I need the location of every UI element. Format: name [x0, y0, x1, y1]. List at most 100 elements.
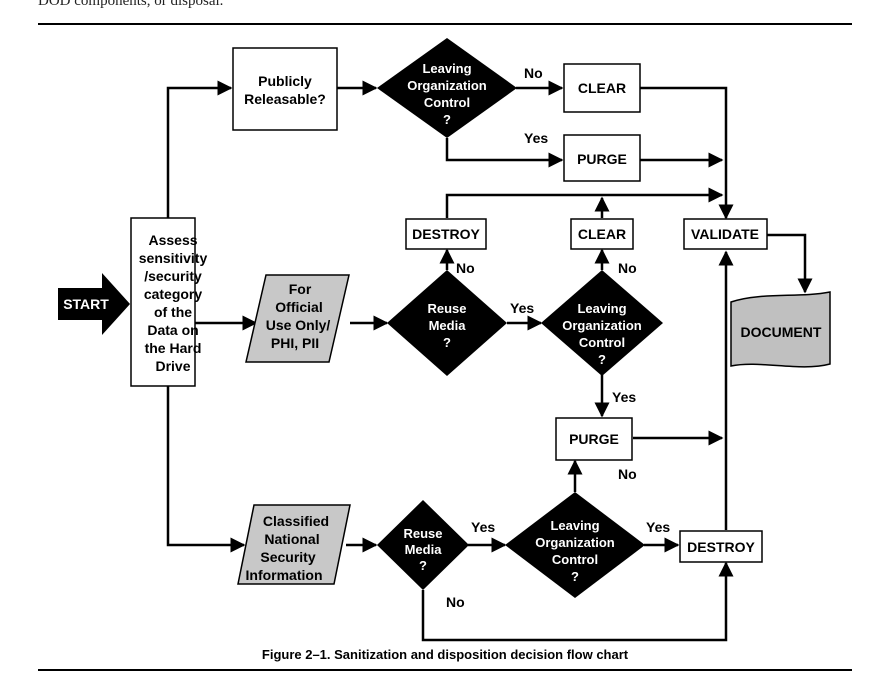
document-label: DOCUMENT — [741, 324, 822, 340]
edge-leave-top-purge — [445, 138, 564, 168]
edge-destroy-mid-up — [445, 187, 724, 218]
destroy-mid-node: DESTROY — [405, 218, 487, 250]
leaving-bot-shape — [505, 492, 645, 598]
leaving-bot-line-0: Leaving — [550, 518, 599, 533]
validate-node: VALIDATE — [683, 218, 768, 250]
destroy-bot-node: DESTROY — [679, 530, 763, 563]
assess-line-1: sensitivity — [139, 250, 208, 266]
leaving-bot-line-2: Control — [552, 552, 598, 567]
clear-mid-box — [570, 218, 634, 250]
clear-top-box — [563, 63, 641, 113]
edge-label-yes-leave-mid: Yes — [612, 389, 636, 405]
publicly-line-1: Releasable? — [244, 91, 326, 107]
leaving-mid-line-1: Organization — [562, 318, 642, 333]
leaving-bot-line-3: ? — [571, 569, 579, 584]
classified-line-2: Security — [260, 549, 315, 565]
start-label: START — [63, 296, 109, 312]
edge-assess-publicly — [166, 80, 233, 218]
reuse-mid-line-0: Reuse — [427, 301, 466, 316]
reuse-bot-line-0: Reuse — [403, 526, 442, 541]
fouo-line-1: Official — [275, 299, 322, 315]
clear-mid-node: CLEAR — [570, 218, 634, 250]
reuse-mid-shape — [387, 270, 507, 376]
edge-label-yes-reuse-mid: Yes — [510, 300, 534, 316]
clear-top-node: CLEAR — [563, 63, 641, 113]
reuse-bot-line-2: ? — [419, 558, 427, 573]
edge-reuse-bot-no-destroy — [421, 561, 734, 642]
leaving-mid-line-2: Control — [579, 335, 625, 350]
leaving-mid-line-3: ? — [598, 352, 606, 367]
edge-labels: No Yes No Yes No Yes No Yes Yes No — [446, 65, 670, 610]
fouo-line-0: For — [289, 281, 312, 297]
document-node: DOCUMENT — [730, 291, 831, 368]
assess-line-2: /security — [144, 268, 202, 284]
purge-mid-node: PURGE — [555, 417, 633, 461]
assess-line-0: Assess — [148, 232, 197, 248]
clear-top-label: CLEAR — [578, 80, 626, 96]
edge-validate-document — [767, 233, 813, 294]
edge-label-no-leave-bot: No — [618, 466, 637, 482]
assess-line-5: Data on — [147, 322, 198, 338]
assess-box — [130, 217, 196, 387]
start-arrow-shape — [58, 273, 130, 335]
leaving-top-line-1: Organization — [407, 78, 487, 93]
figure-caption: Figure 2–1. Sanitization and disposition… — [262, 647, 629, 662]
purge-mid-label: PURGE — [569, 431, 619, 447]
publicly-box — [232, 47, 338, 131]
assess-node: Assess sensitivity /security category of… — [130, 217, 208, 387]
leaving-top-line-0: Leaving — [422, 61, 471, 76]
start-node: START — [58, 273, 130, 335]
destroy-bot-label: DESTROY — [687, 539, 755, 555]
edge-label-no-top: No — [524, 65, 543, 81]
validate-box — [683, 218, 768, 250]
fouo-node: For Official Use Only/ PHI, PII — [245, 274, 350, 363]
leaving-bot-diamond: Leaving Organization Control ? — [505, 492, 645, 598]
classified-line-3: Information — [246, 567, 323, 583]
edge-clear-top-validate — [640, 86, 734, 220]
leaving-mid-line-0: Leaving — [577, 301, 626, 316]
publicly-releasable-node: Publicly Releasable? — [232, 47, 338, 131]
edge-label-yes-reuse-bot: Yes — [471, 519, 495, 535]
reuse-mid-diamond: Reuse Media ? — [387, 270, 507, 376]
reuse-bot-diamond: Reuse Media ? — [377, 500, 469, 590]
reuse-bot-line-1: Media — [405, 542, 443, 557]
purge-top-box — [563, 134, 641, 182]
connectors — [166, 80, 813, 642]
leaving-top-diamond: Leaving Organization Control ? — [377, 38, 517, 138]
document-shape — [730, 291, 831, 368]
clear-mid-label: CLEAR — [578, 226, 626, 242]
reuse-mid-line-1: Media — [429, 318, 467, 333]
validate-label: VALIDATE — [691, 226, 759, 242]
edge-label-no-leave-mid: No — [618, 260, 637, 276]
purge-mid-box — [555, 417, 633, 461]
leaving-mid-diamond: Leaving Organization Control ? — [541, 270, 663, 376]
destroy-bot-box — [679, 530, 763, 563]
leaving-mid-shape — [541, 270, 663, 376]
edge-label-no-reuse-bot: No — [446, 594, 465, 610]
assess-line-7: Drive — [155, 358, 190, 374]
assess-line-3: category — [144, 286, 203, 302]
leaving-top-line-2: Control — [424, 95, 470, 110]
destroy-mid-label: DESTROY — [412, 226, 480, 242]
fouo-line-2: Use Only/ — [266, 317, 331, 333]
fouo-shape — [245, 274, 350, 363]
reuse-mid-line-2: ? — [443, 335, 451, 350]
leaving-bot-line-1: Organization — [535, 535, 615, 550]
top-cut-text: DOD components, or disposal. — [38, 0, 224, 9]
destroy-mid-box — [405, 218, 487, 250]
fouo-line-3: PHI, PII — [271, 335, 319, 351]
assess-line-6: the Hard — [145, 340, 202, 356]
leaving-top-shape — [377, 38, 517, 138]
assess-line-4: of the — [154, 304, 192, 320]
reuse-bot-shape — [377, 500, 469, 590]
classified-line-1: National — [264, 531, 319, 547]
purge-top-label: PURGE — [577, 151, 627, 167]
classified-shape — [237, 504, 351, 585]
publicly-line-0: Publicly — [258, 73, 312, 89]
purge-top-node: PURGE — [563, 134, 641, 182]
classified-node: Classified National Security Information — [237, 504, 351, 585]
edge-label-yes-leave-bot: Yes — [646, 519, 670, 535]
edge-assess-classified — [166, 386, 246, 553]
